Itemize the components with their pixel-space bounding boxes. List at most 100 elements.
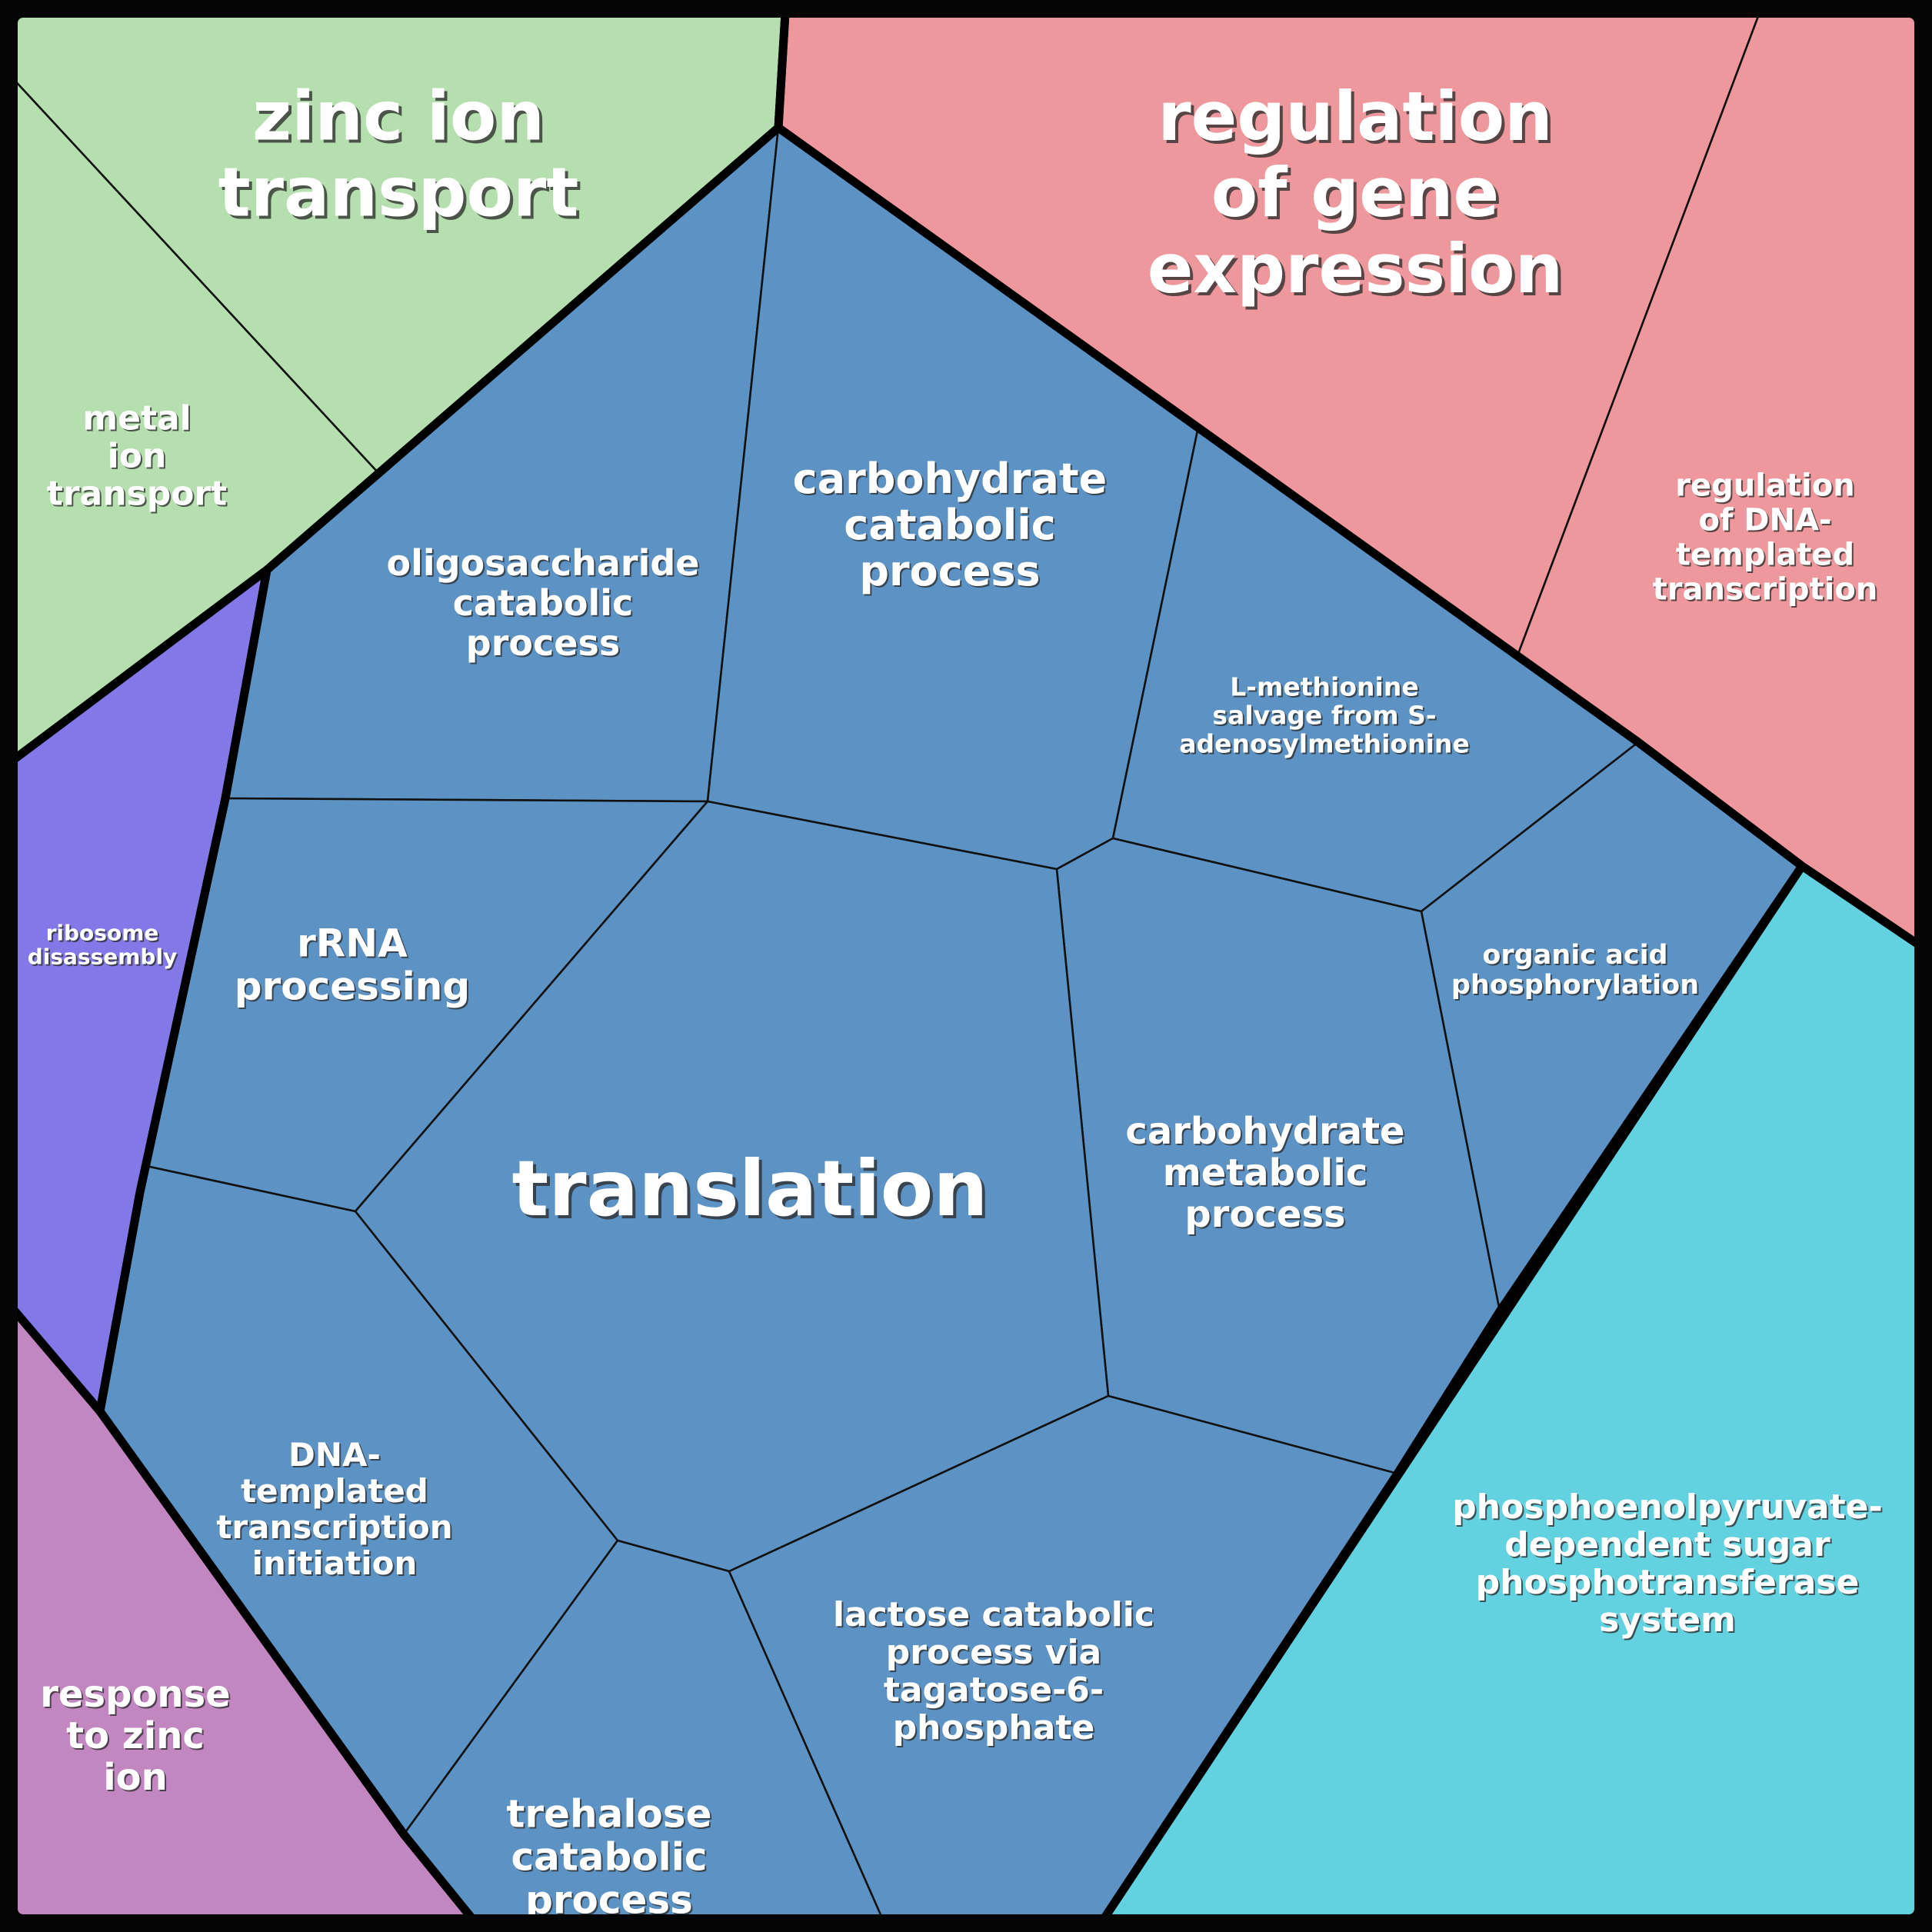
label-line: templated [1677, 539, 1856, 575]
label-line: metal [84, 400, 193, 439]
label-line: transport [47, 474, 227, 513]
label-line: ribosome [48, 921, 161, 947]
label-line: ion [109, 438, 168, 477]
label-line: translation [511, 1144, 988, 1234]
label-line: templated [241, 1472, 428, 1510]
label-line: process [1184, 1193, 1345, 1236]
label-line: system [1599, 1601, 1736, 1640]
label-line: salvage from S- [1212, 701, 1436, 731]
label-line: system [1601, 1602, 1737, 1641]
label-line: regulation [1158, 77, 1553, 156]
label-line: catabolic [453, 582, 634, 624]
label-line: phosphate [894, 1710, 1097, 1749]
label-line: regulation [1677, 470, 1856, 505]
label-line: of gene [1214, 156, 1502, 235]
label-line: ion [105, 1757, 169, 1800]
label-line: lactose catabolic [834, 1597, 1156, 1636]
label-line: transcription [216, 1508, 452, 1546]
label-line: dependent sugar [1504, 1525, 1830, 1564]
label-line: organic acid [1484, 941, 1669, 972]
label-line: adenosylmethionine [1181, 731, 1471, 761]
label-line: catabolic [455, 584, 635, 625]
label-line: phosphoenolpyruvate- [1452, 1487, 1882, 1527]
label-line: process via [886, 1633, 1102, 1672]
label-line: expression [1151, 232, 1567, 311]
label-line: carbohydrate [1127, 1111, 1406, 1154]
label-line: catabolic [844, 501, 1055, 549]
label-line: salvage from S- [1214, 702, 1437, 732]
label-line: processing [236, 966, 471, 1011]
label-line: templated [1676, 538, 1854, 573]
label-line: dependent sugar [1506, 1527, 1832, 1566]
label-line: transport [48, 475, 228, 515]
label-line: DNA- [290, 1437, 382, 1475]
label-line: phosphoenolpyruvate- [1454, 1489, 1884, 1528]
label-line: phosphorylation [1453, 971, 1700, 1002]
label-line: process via [888, 1634, 1104, 1674]
label-line: regulation [1675, 468, 1854, 504]
label-line: phosphotransferase [1477, 1564, 1861, 1604]
label-line: metabolic [1164, 1153, 1370, 1196]
cell-trehalose-catabolic-process [402, 1539, 890, 1932]
label-line: of DNA- [1700, 505, 1833, 540]
label-line: catabolic [511, 1835, 707, 1880]
label-line: transcription [1654, 574, 1880, 609]
label-line: organic acid [1482, 940, 1667, 971]
label-line: initiation [254, 1546, 419, 1584]
label-line: carbohydrate [1125, 1110, 1404, 1153]
label-line: to zinc [66, 1714, 205, 1757]
group-outline-translation-group [95, 123, 1807, 1932]
label-line: process [468, 624, 621, 665]
label-line: DNA- [288, 1436, 381, 1474]
label-line: initiation [252, 1544, 418, 1582]
label-line: phosphotransferase [1476, 1563, 1860, 1602]
label-line: process [1186, 1194, 1347, 1237]
label-line: zinc ion [255, 79, 548, 158]
label-line: response [40, 1673, 230, 1716]
label-line: rRNA [298, 923, 409, 968]
label-line: oligosaccharide [388, 544, 701, 585]
label-line: lactose catabolic [833, 1595, 1154, 1634]
label-line: catabolic [845, 502, 1057, 551]
label-line: trehalose [508, 1794, 714, 1838]
label-line: tagatose-6- [885, 1672, 1105, 1711]
label-line: tagatose-6- [884, 1671, 1104, 1710]
label-line: process [859, 547, 1040, 595]
label-line: zinc ion [252, 76, 545, 155]
label-line: rRNA [297, 921, 408, 966]
label-line: carbohydrate [794, 456, 1109, 505]
label-line: translation [515, 1147, 991, 1237]
label-line: transport [222, 155, 582, 235]
label-line: ion [103, 1756, 168, 1799]
label-line: templated [242, 1474, 430, 1511]
label-line: oligosaccharide [387, 542, 700, 584]
label-line: L-methionine [1231, 674, 1420, 704]
label-line: processing [235, 964, 470, 1009]
label-line: metal [82, 398, 192, 438]
label-line: process [861, 548, 1041, 597]
